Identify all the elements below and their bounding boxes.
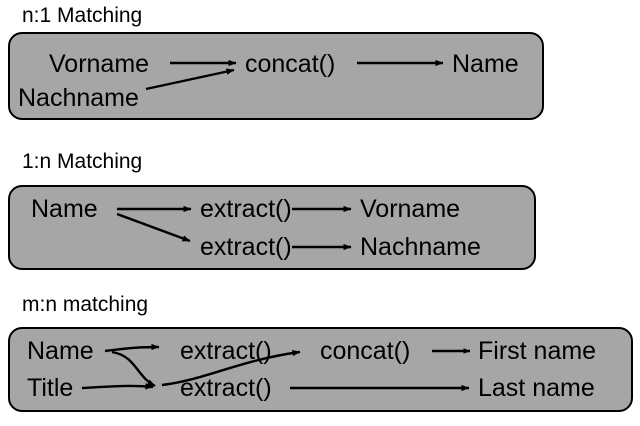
- node-target-nachname: Nachname: [360, 233, 481, 261]
- node-transform-extract-4: extract(): [180, 374, 272, 402]
- section-title-n-to-1: n:1 Matching: [22, 4, 143, 27]
- node-transform-concat-2: concat(): [320, 337, 411, 365]
- node-transform-extract-1: extract(): [200, 195, 292, 223]
- section-title-m-to-n: m:n matching: [22, 293, 149, 316]
- node-target-vorname: Vorname: [360, 195, 461, 223]
- node-target-last-name: Last name: [478, 374, 595, 402]
- node-source-name-2: Name: [27, 337, 94, 365]
- node-transform-concat: concat(): [245, 50, 336, 78]
- node-transform-extract-2: extract(): [200, 233, 292, 261]
- node-transform-extract-3: extract(): [180, 337, 272, 365]
- match-box-1-to-n: [8, 185, 536, 270]
- node-target-first-name: First name: [478, 337, 597, 365]
- node-source-vorname: Vorname: [49, 50, 150, 78]
- node-source-nachname: Nachname: [18, 84, 139, 112]
- node-target-name: Name: [452, 50, 519, 78]
- node-source-title: Title: [27, 374, 74, 402]
- node-source-name: Name: [31, 195, 98, 223]
- match-box-n-to-1: [8, 32, 544, 120]
- section-title-1-to-n: 1:n Matching: [22, 150, 143, 173]
